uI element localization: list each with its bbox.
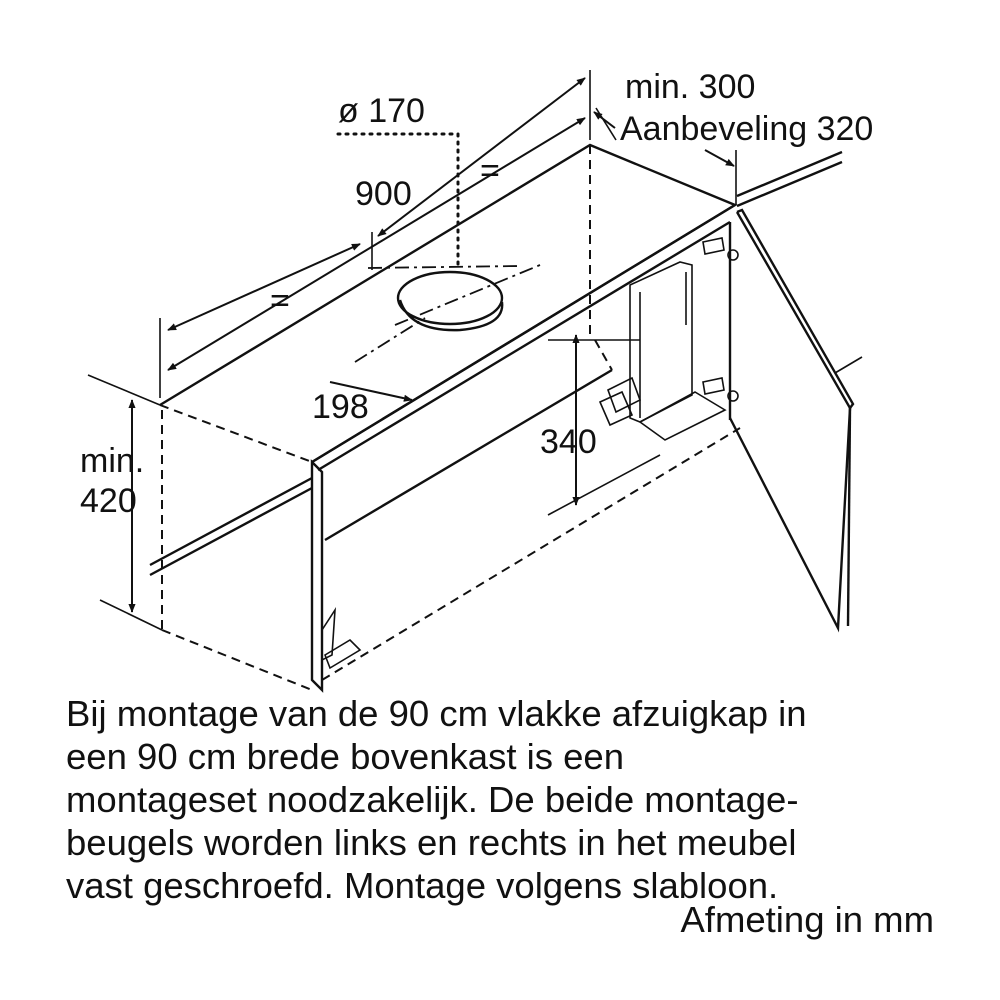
hole-offset-label: 198: [312, 388, 369, 426]
wall-rail-right: [736, 150, 863, 374]
exhaust-hole: [354, 264, 541, 363]
width-label: 900: [355, 175, 412, 213]
installation-diagram: ø 170 900 = = min. 300 Aanbeveling 320 1…: [80, 68, 873, 693]
depth-recommendation-label: Aanbeveling 320: [620, 110, 873, 148]
cabinet-front-frame: [310, 220, 732, 693]
installation-note: Bij montage van de 90 cm vlakke afzuigka…: [66, 692, 966, 907]
installation-note-line: montageset noodzakelijk. De beide montag…: [66, 779, 799, 820]
height-340-label: 340: [540, 423, 597, 461]
installation-note-line: een 90 cm brede bovenkast is een: [66, 736, 624, 777]
hood-unit: [321, 261, 727, 670]
wall-rail-left: [87, 374, 313, 577]
hidden-edges: [159, 145, 741, 691]
equal-sign-left: =: [270, 282, 290, 320]
height-min-420-dimension: [99, 399, 163, 631]
door-hinges: [702, 237, 739, 402]
unit-note: Afmeting in mm: [680, 899, 934, 940]
equal-sign-right: =: [480, 152, 500, 190]
installation-note-line: beugels worden links en rechts in het me…: [66, 822, 797, 863]
width-dimension: [159, 70, 591, 398]
installation-note-line: Bij montage van de 90 cm vlakke afzuigka…: [66, 693, 807, 734]
height-340-dimension: [547, 334, 661, 516]
height-min-prefix: min.: [80, 442, 144, 480]
installation-note-line: vast geschroefd. Montage volgens slabloo…: [66, 865, 779, 906]
cabinet-door: [728, 208, 855, 633]
depth-dimension: [593, 107, 737, 205]
height-min-value: 420: [80, 482, 137, 520]
depth-min-label: min. 300: [625, 68, 755, 106]
hole-offset-dimension: [329, 381, 413, 402]
diameter-label: ø 170: [338, 92, 425, 130]
